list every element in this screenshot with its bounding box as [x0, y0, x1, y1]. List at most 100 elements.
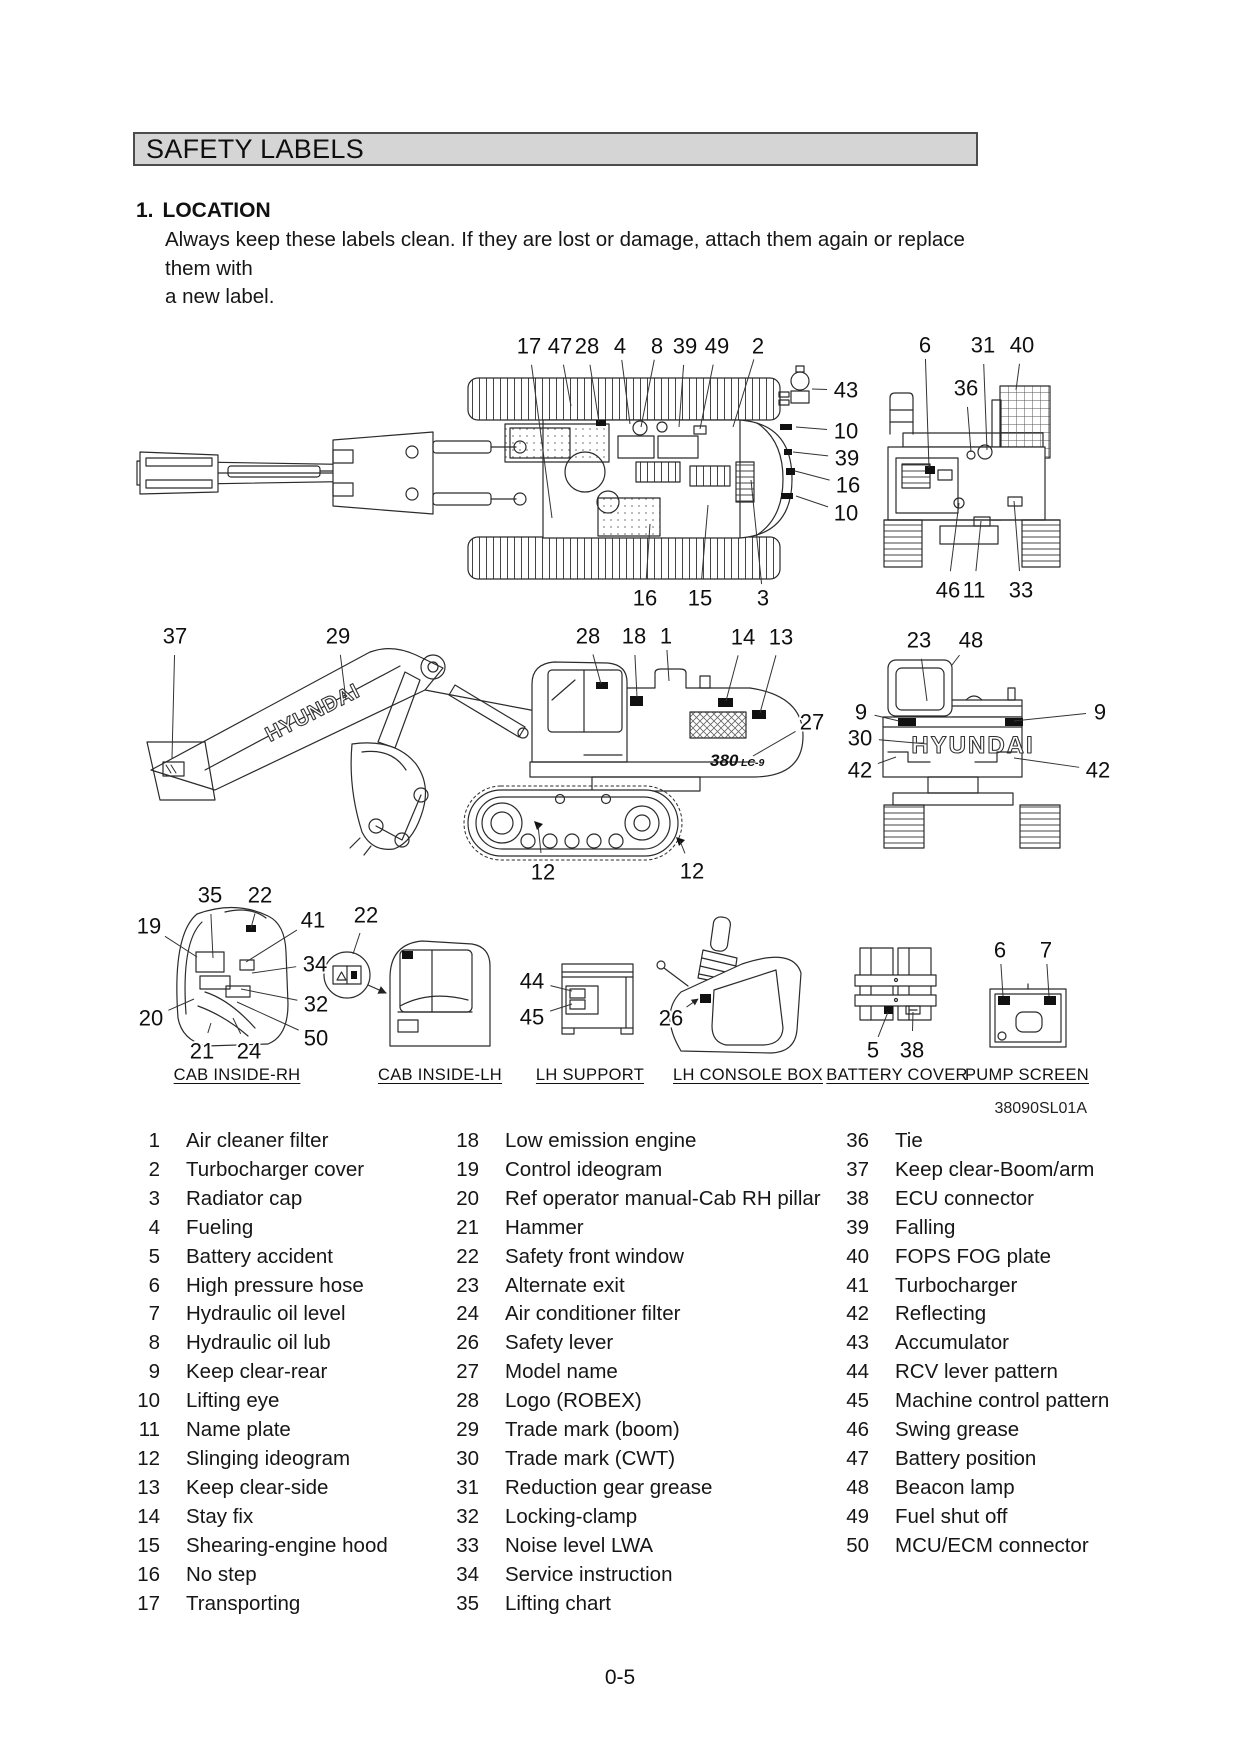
callout-leader-line [236, 1001, 299, 1031]
callout-number: 3 [757, 586, 769, 611]
legend-item-label: Fuel shut off [895, 1504, 1008, 1528]
callout-number: 1 [660, 624, 672, 649]
legend-item-label: RCV lever pattern [895, 1360, 1058, 1384]
callout-leader-line [874, 714, 900, 722]
legend-item-number: 14 [137, 1504, 160, 1528]
legend-item-number: 36 [846, 1129, 869, 1152]
callout-number: 50 [304, 1026, 328, 1051]
legend-item-label: No step [186, 1562, 257, 1586]
legend-item-label: Low emission engine [505, 1129, 697, 1152]
legend-item-label: Trade mark (CWT) [505, 1446, 676, 1470]
legend-item-label: FOPS FOG plate [895, 1244, 1052, 1268]
legend-item-label: Safety front window [505, 1244, 684, 1268]
callout-leader-line [164, 935, 198, 958]
legend-item-label: Hammer [505, 1215, 584, 1239]
rear-brand-text: HYUNDAI [911, 732, 1034, 759]
legend-item-number: 28 [456, 1389, 479, 1413]
legend-item-number: 34 [456, 1562, 479, 1586]
callout-number: 42 [848, 758, 872, 783]
callout-leader-line [949, 502, 960, 572]
intro-line-2: a new label. [165, 285, 275, 308]
callout-leader-line [549, 1003, 573, 1012]
callout-number: 12 [680, 859, 704, 884]
legend-item: 30 Trade mark (CWT) [443, 1445, 821, 1474]
callout-leader-line [699, 364, 714, 430]
section-number: 1. [136, 199, 154, 222]
legend-item: 37 Keep clear-Boom/arm [833, 1156, 1109, 1185]
callout-leader-line [877, 756, 897, 765]
callout-leader-line [531, 364, 553, 519]
legend-item-label: Beacon lamp [895, 1475, 1015, 1499]
legend-item-label: Safety lever [505, 1331, 614, 1355]
callout-number: 38 [900, 1038, 924, 1063]
legend-item-label: Logo (ROBEX) [505, 1389, 642, 1413]
callout-number: 21 [190, 1039, 214, 1064]
legend-item-number: 30 [456, 1446, 479, 1470]
legend-item-label: Shearing-engine hood [186, 1533, 388, 1557]
callout-number: 47 [548, 334, 572, 359]
callout-number: 32 [304, 992, 328, 1017]
model-suffix-text: LC-9 [741, 757, 764, 769]
callout-number: 23 [907, 628, 931, 653]
callout-number: 34 [303, 952, 327, 977]
page-title-bar: SAFETY LABELS [133, 132, 978, 166]
callout-number: 12 [531, 860, 555, 885]
callout-leader-line [877, 1011, 889, 1038]
callout-leader-line [920, 658, 928, 702]
callout-leader-line [537, 824, 542, 854]
legend-item-number: 49 [846, 1504, 869, 1528]
callout-number: 43 [834, 378, 858, 403]
legend-item-number: 32 [456, 1504, 479, 1528]
legend-item-number: 7 [148, 1302, 160, 1326]
callout-number: 13 [769, 625, 793, 650]
callout-leader-line [1013, 757, 1080, 768]
callout-leader-line [562, 364, 572, 407]
callout-number: 17 [517, 334, 541, 359]
callout-number: 8 [651, 334, 663, 359]
callout-number: 39 [673, 334, 697, 359]
side-view-diagram: HYUNDAI 380 LC-9 [146, 648, 804, 861]
track-top [467, 377, 781, 421]
legend-item-label: Keep clear-rear [186, 1360, 328, 1384]
callout-number: 42 [1086, 758, 1110, 783]
cab [531, 661, 628, 763]
legend-item-number: 38 [846, 1186, 869, 1210]
legend-item-number: 37 [846, 1157, 869, 1181]
caption-cab-inside-lh: CAB INSIDE-LH [377, 1066, 503, 1084]
legend-item-label: Locking-clamp [505, 1504, 638, 1528]
callout-leader-line [352, 932, 361, 955]
callout-number: 48 [959, 628, 983, 653]
model-number-text: 380 [710, 751, 739, 770]
legend-item-number: 6 [148, 1273, 160, 1297]
callout-leader-line [878, 739, 928, 745]
legend-item-label: High pressure hose [186, 1273, 364, 1297]
callout-number: 46 [936, 578, 960, 603]
callout-number: 49 [705, 334, 729, 359]
callout-leader-line [232, 1017, 242, 1035]
legend-item-number: 33 [456, 1533, 479, 1557]
callout-number: 35 [198, 883, 222, 908]
legend-item-label: Turbocharger cover [186, 1157, 365, 1181]
legend-item-number: 27 [456, 1360, 479, 1384]
legend-item-number: 1 [148, 1129, 160, 1152]
legend-item-label: Keep clear-Boom/arm [895, 1157, 1095, 1181]
legend-item-label: Reflecting [895, 1302, 987, 1326]
